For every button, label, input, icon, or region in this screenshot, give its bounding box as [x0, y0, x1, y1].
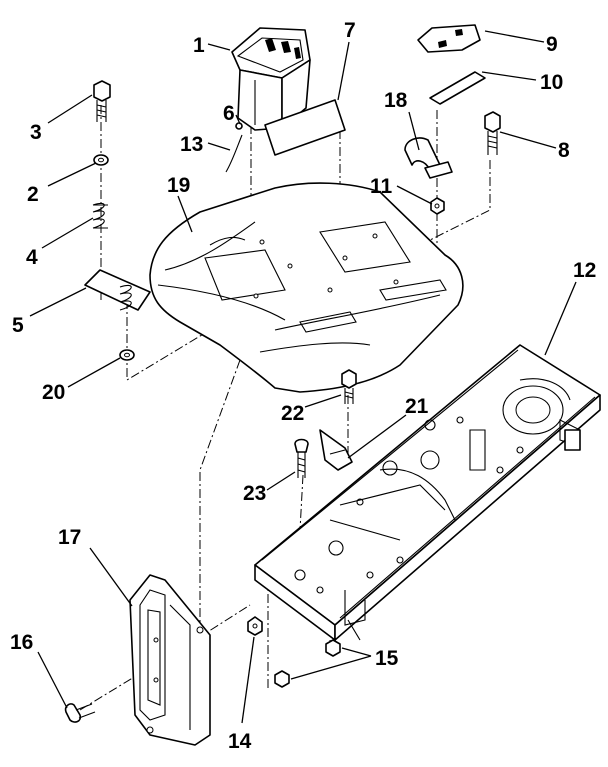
- callout-13: 13: [180, 133, 203, 156]
- part-14-nut: [247, 616, 263, 636]
- part-12-frame: [254, 344, 601, 641]
- callout-22: 22: [281, 402, 304, 425]
- callout-18: 18: [384, 89, 408, 112]
- part-11-nut: [430, 197, 445, 215]
- part-8-bolt: [484, 111, 501, 155]
- callout-1: 1: [193, 34, 205, 57]
- part-6-clip: [235, 122, 243, 130]
- part-3-bolt: [93, 80, 111, 122]
- callout-16: 16: [10, 631, 33, 654]
- callout-2: 2: [27, 183, 39, 206]
- callout-10: 10: [540, 71, 563, 94]
- part-16-bolt: [64, 703, 96, 723]
- part-18-clamp: [404, 137, 453, 179]
- part-1-holder: [231, 27, 311, 131]
- callout-20: 20: [42, 381, 65, 404]
- callout-7: 7: [344, 19, 356, 42]
- part-19-fender: [149, 182, 464, 393]
- callout-19: 19: [167, 174, 190, 197]
- part-22-bolt: [341, 369, 357, 404]
- part-7-strip: [264, 99, 346, 156]
- callout-6: 6: [223, 102, 235, 125]
- callout-5: 5: [12, 314, 24, 337]
- callout-8: 8: [558, 139, 570, 162]
- callout-12: 12: [573, 259, 596, 282]
- callout-23: 23: [243, 482, 266, 505]
- part-13-wire: [225, 134, 243, 173]
- part-5-plate: [84, 269, 151, 311]
- part-2-washer: [93, 154, 109, 166]
- callout-21: 21: [405, 395, 429, 418]
- callout-15: 15: [375, 647, 399, 670]
- part-4-spring: [92, 202, 108, 229]
- leader-lines: [29, 30, 577, 724]
- part-9-bracket: [417, 24, 481, 53]
- callouts: 1 2 3 4 5 6 7 8 9 10 11 12 13 14 15 16 1…: [10, 19, 596, 753]
- part-23-bolt: [294, 438, 309, 478]
- callout-17: 17: [58, 526, 81, 549]
- callout-4: 4: [26, 246, 38, 269]
- part-17-side-plate: [129, 574, 211, 746]
- callout-14: 14: [228, 730, 252, 753]
- part-21-bracket: [319, 429, 353, 471]
- callout-11: 11: [370, 175, 393, 198]
- callout-9: 9: [546, 33, 558, 56]
- part-15-nuts: [274, 639, 341, 688]
- part-10-plate: [429, 71, 486, 105]
- callout-3: 3: [30, 121, 42, 144]
- part-20-washer: [119, 349, 135, 361]
